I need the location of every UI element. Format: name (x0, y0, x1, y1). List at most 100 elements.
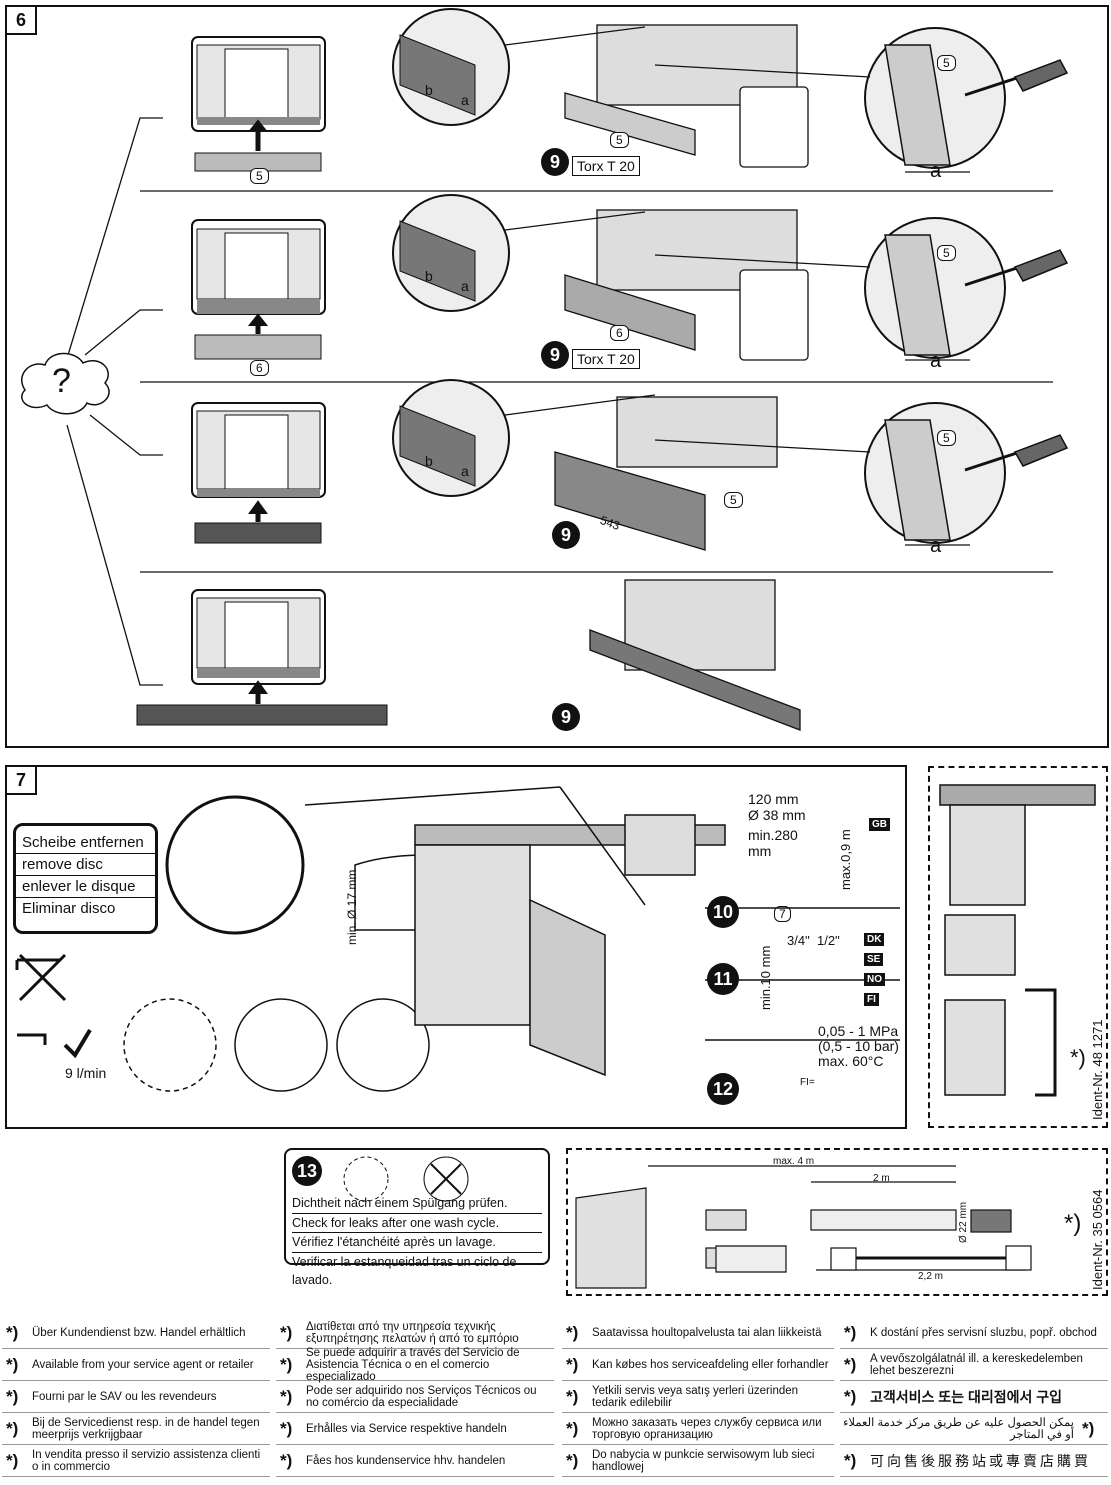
footnote-star: *) (6, 1322, 19, 1342)
footnote-star: *) (566, 1386, 579, 1406)
remove-disc-label: Scheibe entfernen remove disc enlever le… (13, 823, 158, 934)
plinth-number-row2: 6 (250, 360, 269, 376)
section-6-number: 6 (7, 7, 37, 35)
remove-disc-line-en: remove disc (16, 854, 155, 876)
dishwasher-front-1 (191, 36, 326, 172)
leak-check-fr: Vérifiez l'étanchéité après un lavage. (292, 1233, 542, 1253)
footnote-col3-row3: *)Yetkili servis veya satış yerleri üzer… (562, 1381, 834, 1413)
thread-3-4: 3/4" (787, 933, 810, 948)
footnote-star: *) (1082, 1418, 1095, 1438)
dim-a-row3: a (930, 535, 942, 557)
footnote-el: Διατίθεται από την υπηρεσία τεχνικής εξυ… (306, 1320, 519, 1345)
footnote-star: *) (844, 1354, 857, 1374)
step-13-badge: 13 (292, 1156, 322, 1186)
footnote-col4-row3: *)고객서비스 또는 대리점에서 구입 (840, 1381, 1108, 1413)
footnote-col2-row3: *)Pode ser adquirido nos Serviços Técnic… (276, 1381, 554, 1413)
thread-1-2: 1/2" (817, 933, 840, 948)
footnote-ru: Можно заказать через службу сервиса или … (592, 1416, 822, 1441)
pressure-mpa: 0,05 - 1 MPa (818, 1023, 899, 1039)
dim-b-row1: b (425, 82, 433, 98)
footnote-col1-row4: *) Bij de Servicedienst resp. in de hande… (2, 1413, 270, 1445)
tool-number-row2: 5 (937, 245, 956, 261)
footnote-star: *) (844, 1450, 857, 1470)
footnote-es: Se puede adquirir a través del Servicio … (306, 1346, 520, 1383)
section-7-frame: 7 (5, 765, 907, 1129)
footnote-col1-row5: *)In vendita presso il servizio assisten… (2, 1445, 270, 1477)
step-9-badge-row3: 9 (552, 521, 580, 549)
footnote-star: *) (280, 1418, 293, 1438)
step-10-badge: 10 (707, 896, 739, 928)
dim-a-small-row3: a (461, 463, 469, 479)
accessory-panel (928, 766, 1108, 1128)
torx-label-row2: Torx T 20 (572, 349, 640, 369)
footnote-pl: Do nabycia w punkcie serwisowym lub siec… (592, 1448, 815, 1473)
panel-number-row1: 5 (610, 132, 629, 148)
footnote-col1-row2: *)Available from your service agent or r… (2, 1349, 270, 1381)
torx-label-row1: Torx T 20 (572, 156, 640, 176)
step-12-badge: 12 (707, 1073, 739, 1105)
section-6-illustration (21, 8, 1069, 731)
footnote-star: *) (280, 1354, 293, 1374)
dim-a-small-row2: a (461, 278, 469, 294)
step-9-badge-row4: 9 (552, 703, 580, 731)
ident-number-48-1271: Ident-Nr. 48 1271 (1090, 1019, 1105, 1120)
footnote-ar: يمكن الحصول عليه عن طريق مركز خدمة العمل… (843, 1416, 1074, 1441)
footnote-nl: Bij de Servicedienst resp. in de handel … (32, 1416, 260, 1441)
footnote-col3-row2: *)Kan købes hos serviceafdeling eller fo… (562, 1349, 834, 1381)
footnote-col3-row1: *)Saatavissa houltopalvelusta tai alan l… (562, 1317, 834, 1349)
hose-kit-illustration (575, 1165, 1032, 1289)
hose-length-2m: 2 m (873, 1173, 890, 1184)
footnote-star: *) (6, 1418, 19, 1438)
tool-number-row1: 5 (937, 55, 956, 71)
dishwasher-front-2 (191, 219, 326, 360)
footnote-col4-row5: *)可向售後服務站或專賣店購買 (840, 1445, 1108, 1477)
remove-disc-line-fr: enlever le disque (16, 876, 155, 898)
section-7-illustration (15, 784, 1096, 1097)
footnote-star: *) (280, 1450, 293, 1470)
footnote-sv: Erhålles via Service respektive handeln (306, 1422, 507, 1435)
footnote-star: *) (6, 1354, 19, 1374)
remove-disc-line-es: Eliminar disco (22, 900, 116, 917)
footnote-col3-row4: *) Можно заказать через службу сервиса ил… (562, 1413, 834, 1445)
footnote-col4-row1: *)K dostání přes servisní sluzbu, popř. … (840, 1317, 1108, 1349)
plinth-number-row1: 5 (250, 168, 269, 184)
footnote-col3-row5: *)Do nabycia w punkcie serwisowym lub si… (562, 1445, 834, 1477)
leak-check-box: 13 Dichtheit nach einem Spülgang prüfen.… (284, 1148, 550, 1287)
footnote-col1-row1: *) Über Kundendienst bzw. Handel erhältli… (2, 1317, 270, 1349)
hose-kit-star: *) (1064, 1210, 1082, 1237)
footnote-col2-row5: *) Fåes hos kundenservice hhv. handelen (276, 1445, 554, 1477)
leak-check-en: Check for leaks after one wash cycle. (292, 1214, 542, 1233)
footnote-col2-row2: *) Se puede adquirir a través del Servici… (276, 1346, 554, 1383)
footnote-col1-row3: *)Fourni par le SAV ou les revendeurs (2, 1381, 270, 1413)
drain-height: 120 mm (748, 791, 799, 807)
leak-check-es: Verificar la estanqueidad tras un ciclo … (292, 1254, 517, 1288)
fi-label: FI= (800, 1077, 815, 1088)
footnote-star: *) (566, 1418, 579, 1438)
max-temperature: max. 60°C (818, 1053, 884, 1069)
step-11-badge: 11 (707, 963, 739, 995)
footnote-col4-row2: *)A vevőszolgálatnál ill. a kereskedelem… (840, 1349, 1108, 1381)
footnote-col4-row4: يمكن الحصول عليه عن طريق مركز خدمة العمل… (840, 1413, 1108, 1445)
footnote-de: Über Kundendienst bzw. Handel erhältlich (32, 1326, 246, 1339)
question-mark: ? (52, 362, 71, 400)
footnote-pt: Pode ser adquirido nos Serviços Técnicos… (306, 1384, 537, 1409)
hose-extension-kit (566, 1148, 1108, 1296)
leak-check-illustration (343, 1156, 469, 1202)
footnote-star: *) (280, 1322, 293, 1342)
footnote-ko: 고객서비스 또는 대리점에서 구입 (870, 1388, 1062, 1405)
step-9-badge-row1: 9 (541, 148, 569, 176)
country-dk: DK (864, 933, 885, 946)
footnote-da: Fåes hos kundenservice hhv. handelen (306, 1454, 506, 1467)
footnote-it: In vendita presso il servizio assistenza… (32, 1448, 261, 1473)
panel-number-row2: 6 (610, 325, 629, 341)
inlet-min: min.10 mm (758, 945, 773, 1010)
dim-a-row1: a (930, 160, 942, 182)
leak-check-de: Dichtheit nach einem Spülgang prüfen. (292, 1194, 542, 1214)
footnote-col2-row1: *) Διατίθεται από την υπηρεσία τεχνικής ε… (276, 1317, 554, 1349)
drain-mm: mm (748, 843, 772, 859)
remove-disc-line-de: Scheibe entfernen (16, 832, 155, 854)
max-length-label: max. 4 m (773, 1156, 815, 1167)
tool-number-row3: 5 (937, 430, 956, 446)
country-fi: FI (864, 993, 879, 1006)
footnote-star: *) (844, 1322, 857, 1342)
